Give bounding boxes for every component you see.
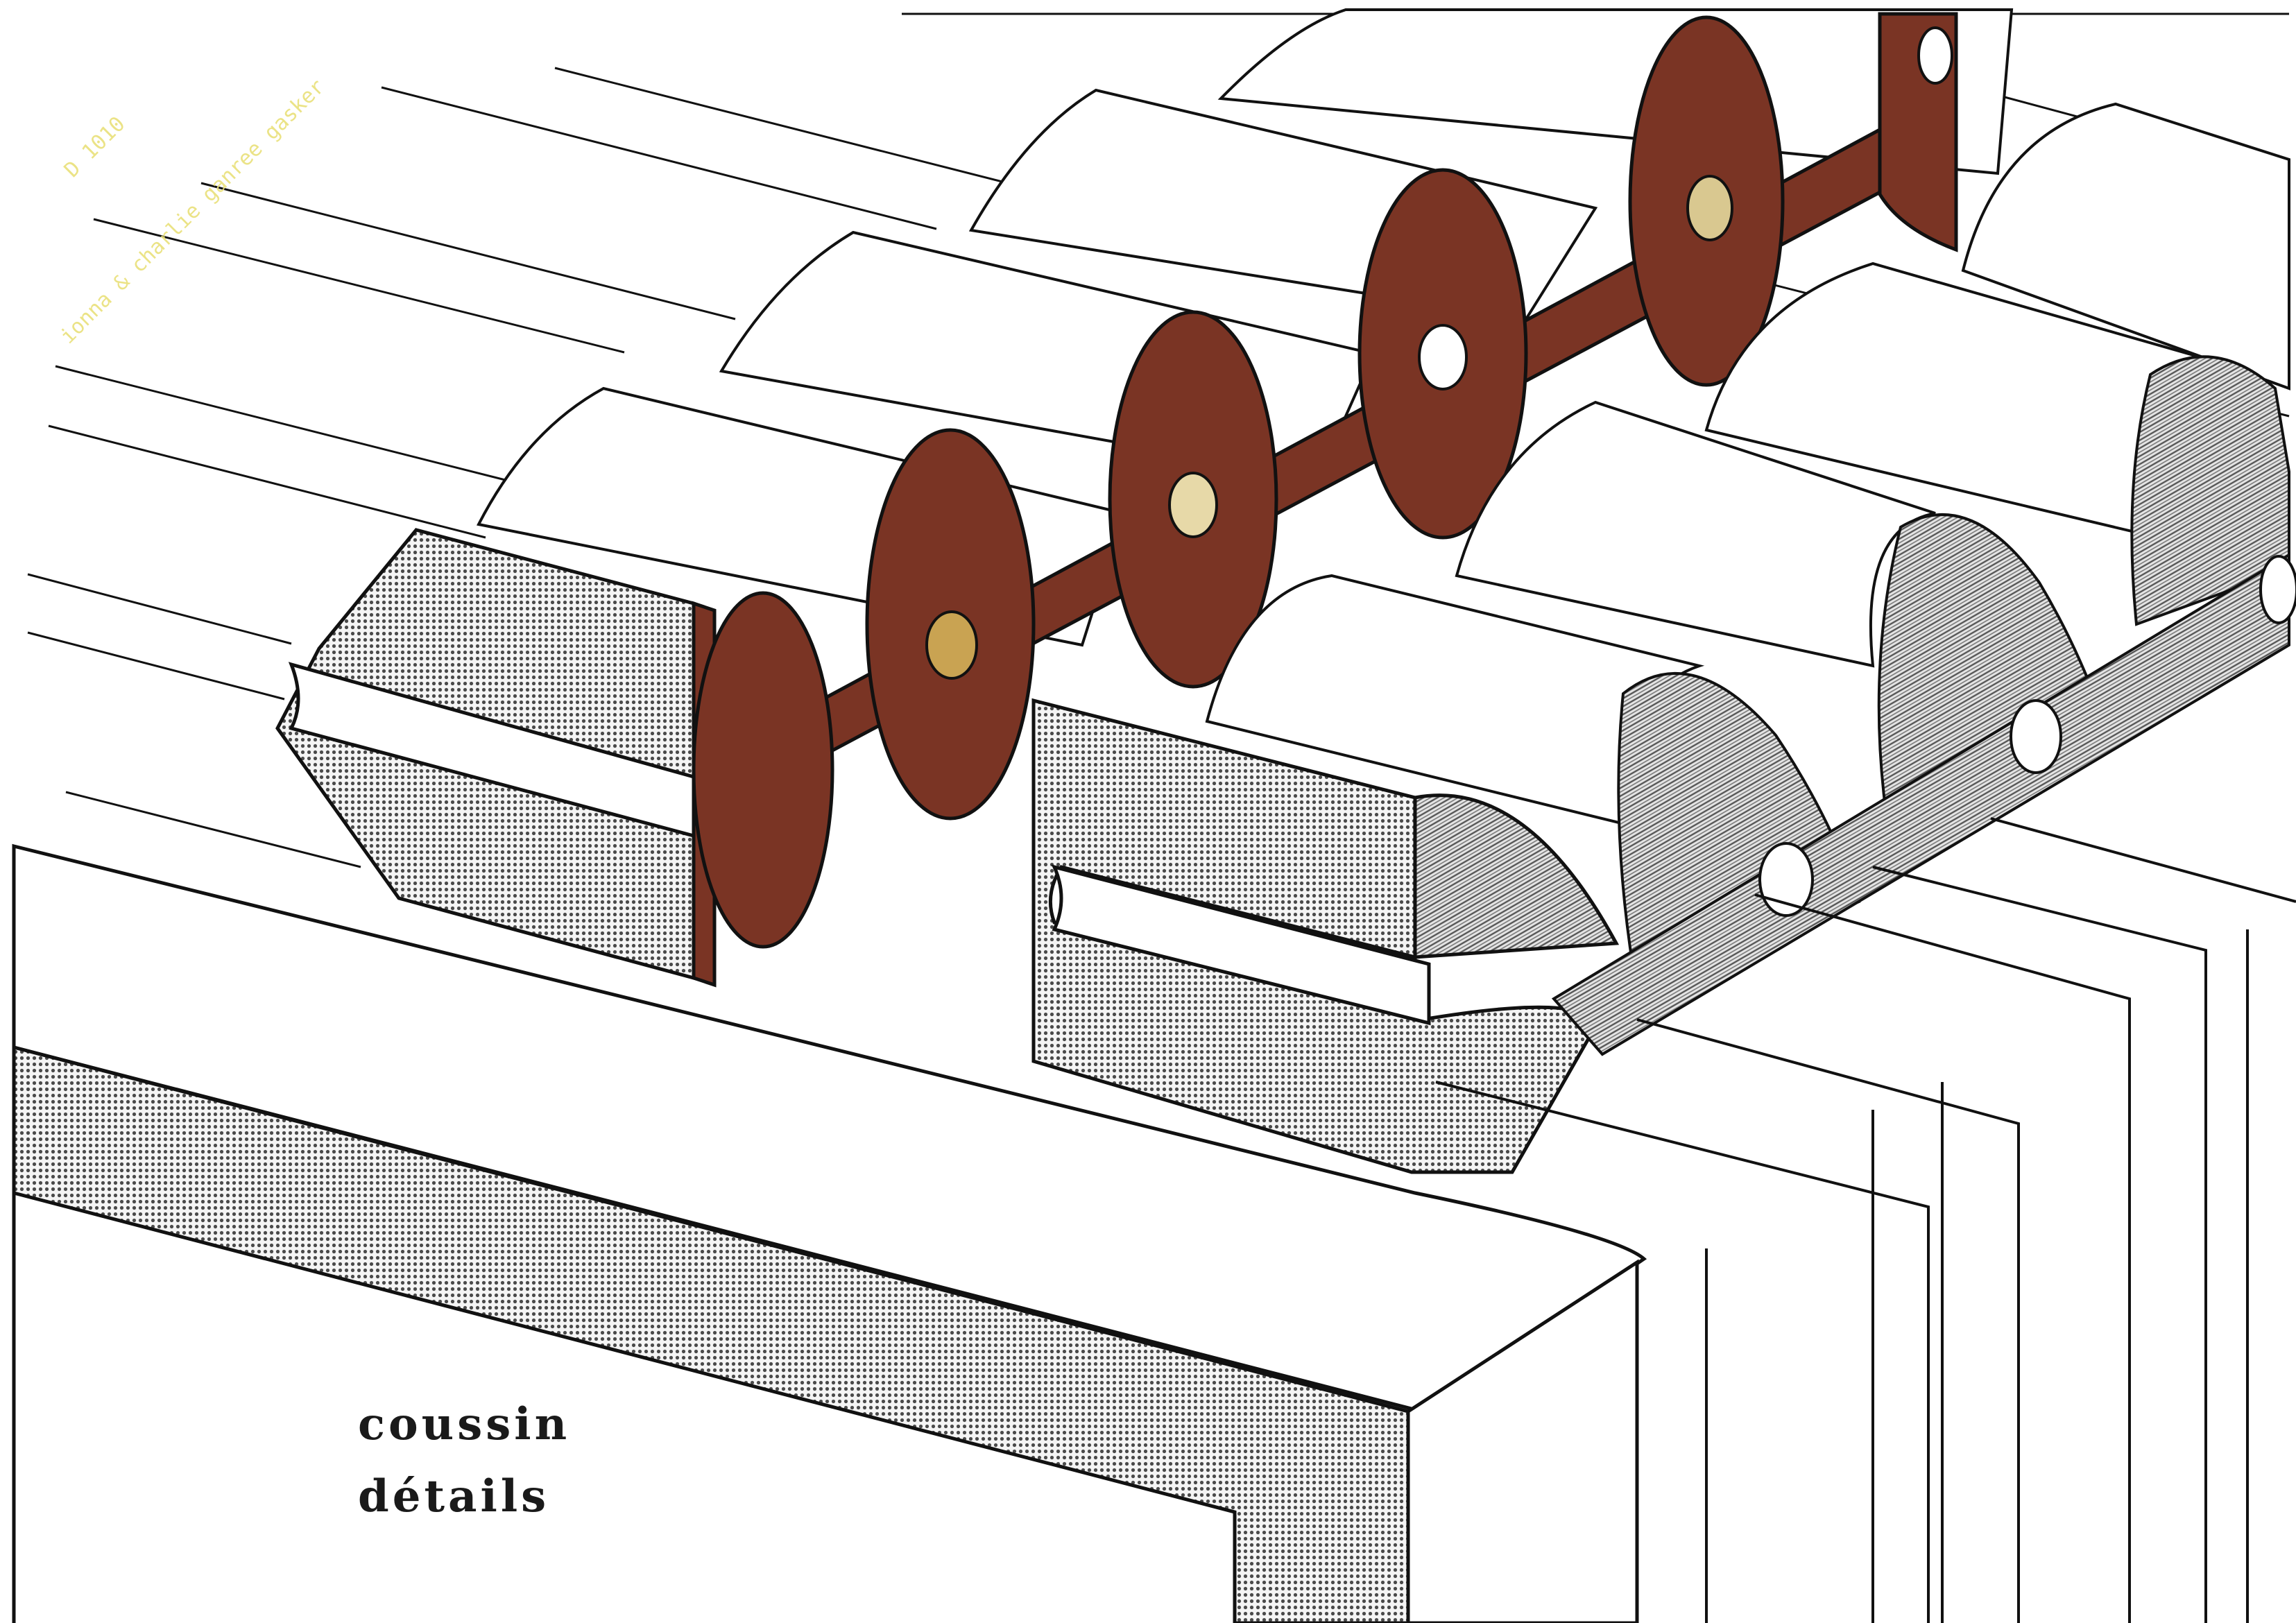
caption-coussin: coussin bbox=[358, 1398, 571, 1450]
right-cushion-block bbox=[1031, 698, 1620, 1174]
right-cushion-row bbox=[1205, 102, 2290, 994]
foreground-frame bbox=[12, 843, 1647, 1623]
caption-details: détails bbox=[358, 1470, 550, 1522]
hatched-strap bbox=[1551, 552, 2296, 1056]
stacked-layers bbox=[1435, 817, 2296, 1623]
disc-holes bbox=[925, 26, 1953, 680]
